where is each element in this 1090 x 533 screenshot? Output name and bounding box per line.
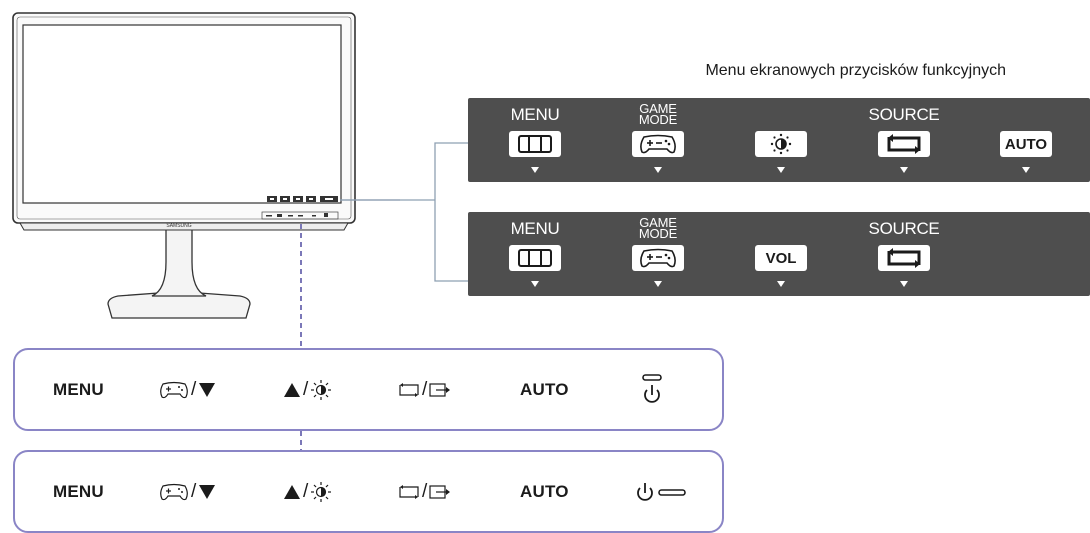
osd-title: Menu ekranowych przycisków funkcyjnych — [705, 62, 1006, 79]
slash-separator: / — [422, 480, 428, 502]
osd-item-volume: VOL — [741, 212, 821, 296]
source-loop-icon — [399, 382, 419, 397]
osd-label-mode: MODE — [638, 226, 678, 241]
up-brightness-button[interactable]: / — [283, 452, 332, 531]
osd-item-menu: MENU — [495, 98, 575, 182]
down-arrow-icon — [900, 281, 908, 287]
power-button[interactable] — [635, 452, 691, 531]
brightness-icon — [755, 131, 807, 157]
down-triangle-icon — [199, 382, 216, 397]
source-enter-button[interactable]: / — [398, 350, 451, 429]
source-enter-button[interactable]: / — [398, 452, 451, 531]
game-down-button[interactable]: / — [159, 350, 216, 429]
osd-item-source: SOURCE — [864, 98, 944, 182]
auto-key: AUTO — [1000, 131, 1052, 157]
osd-label-mode: MODE — [638, 112, 678, 127]
gamepad-icon — [632, 131, 684, 157]
up-brightness-button[interactable]: / — [283, 350, 332, 429]
power-icon — [642, 373, 662, 403]
menu-grid-icon — [509, 131, 561, 157]
menu-button[interactable]: MENU — [53, 350, 104, 429]
down-arrow-icon — [654, 281, 662, 287]
osd-item-menu: MENU — [495, 212, 575, 296]
down-arrow-icon — [900, 167, 908, 173]
osd-item-auto: AUTO — [986, 98, 1066, 182]
osd-label-menu: MENU — [510, 219, 560, 238]
button-panel-top: MENU / / / AUTO — [13, 348, 724, 431]
osd-label-game: GAME — [639, 215, 677, 230]
auto-button[interactable]: AUTO — [520, 350, 569, 429]
menu-button-label: MENU — [53, 481, 104, 501]
slash-separator: / — [191, 480, 197, 502]
slash-separator: / — [303, 378, 309, 400]
osd-label-source: SOURCE — [868, 105, 940, 124]
source-loop-icon — [878, 245, 930, 271]
osd-bar-4-buttons: MENU GAME MODE VOL SOURCE — [468, 212, 1090, 296]
up-triangle-icon — [284, 484, 300, 499]
osd-item-source: SOURCE — [864, 212, 944, 296]
osd-label-source: SOURCE — [868, 219, 940, 238]
osd-item-game-mode: GAME MODE — [618, 98, 698, 182]
auto-key-label: AUTO — [1004, 135, 1048, 153]
power-button[interactable] — [641, 350, 663, 429]
up-triangle-icon — [284, 382, 300, 397]
slash-separator: / — [303, 480, 309, 502]
gamepad-icon — [160, 483, 188, 500]
slash-separator: / — [422, 378, 428, 400]
down-arrow-icon — [1022, 167, 1030, 173]
gamepad-icon — [160, 381, 188, 398]
source-loop-icon — [878, 131, 930, 157]
osd-item-brightness — [741, 98, 821, 182]
osd-connector — [340, 142, 468, 282]
osd-label-game: GAME — [639, 101, 677, 116]
monitor-screen — [22, 24, 342, 204]
monitor-button-strip — [267, 196, 338, 202]
power-icon — [637, 482, 686, 501]
stand-neck — [151, 220, 207, 297]
slash-separator: / — [191, 378, 197, 400]
down-triangle-icon — [199, 484, 216, 499]
menu-button-label: MENU — [53, 379, 104, 399]
osd-item-game-mode: GAME MODE — [618, 212, 698, 296]
menu-button[interactable]: MENU — [53, 452, 104, 531]
vol-key-label: VOL — [765, 249, 797, 267]
game-down-button[interactable]: / — [159, 452, 216, 531]
menu-grid-icon — [509, 245, 561, 271]
auto-button-label: AUTO — [520, 379, 569, 399]
brightness-icon — [311, 481, 332, 502]
down-arrow-icon — [654, 167, 662, 173]
down-arrow-icon — [531, 281, 539, 287]
brightness-icon — [311, 379, 332, 400]
brand-label: SAMSUNG — [166, 223, 192, 229]
source-loop-icon — [399, 484, 419, 499]
auto-button[interactable]: AUTO — [520, 452, 569, 531]
down-arrow-icon — [777, 281, 785, 287]
auto-button-label: AUTO — [520, 481, 569, 501]
osd-label-menu: MENU — [510, 105, 560, 124]
down-arrow-icon — [777, 167, 785, 173]
enter-icon — [429, 382, 451, 397]
osd-bar-5-buttons: MENU GAME MODE SOURCE AUTO — [468, 98, 1090, 182]
button-panel-bottom: MENU / / / AUTO — [13, 450, 724, 533]
vol-key: VOL — [755, 245, 807, 271]
enter-icon — [429, 484, 451, 499]
down-arrow-icon — [531, 167, 539, 173]
gamepad-icon — [632, 245, 684, 271]
